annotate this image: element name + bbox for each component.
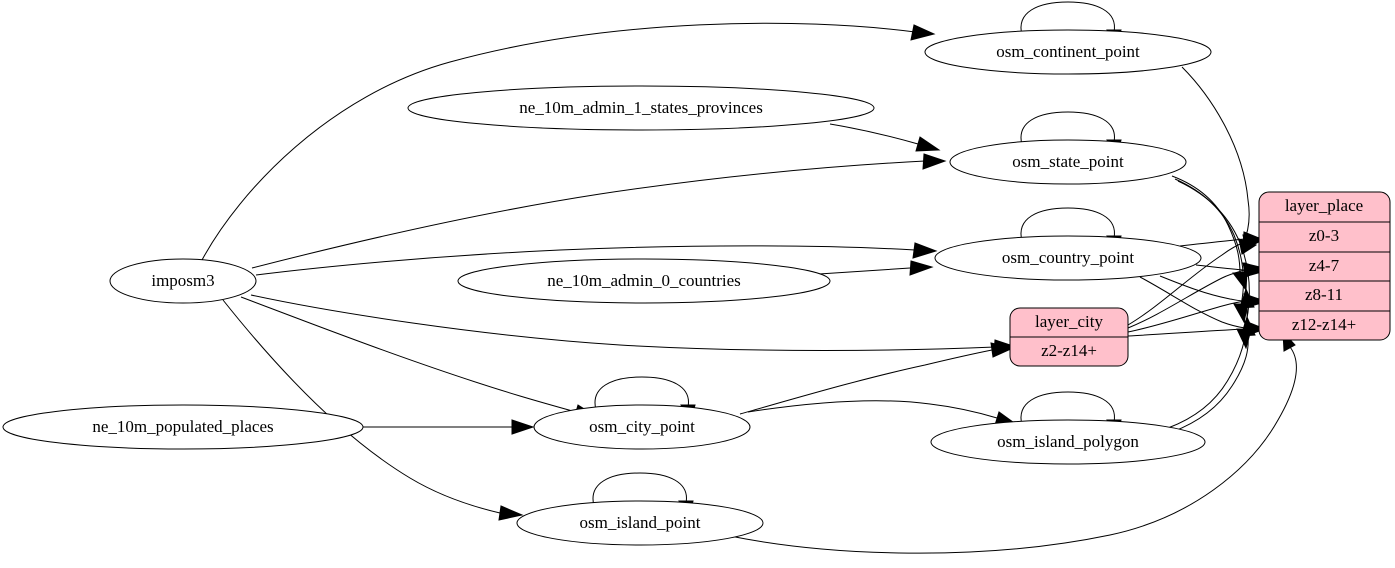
node-ne_10m_admin_0_countries[interactable]: ne_10m_admin_0_countries xyxy=(457,258,831,304)
node-osm_continent_point[interactable]: osm_continent_point xyxy=(924,29,1212,75)
record-node-layer_city[interactable]: layer_city z2-z14+ xyxy=(1009,307,1129,367)
node-label-ne-states: ne_10m_admin_1_states_provinces xyxy=(519,98,763,117)
edge-imposm3-to-osm_island_point xyxy=(222,299,524,521)
record-layer: layer_city z2-z14+ layer_place z0-3 z4-7… xyxy=(1009,191,1391,367)
node-layer: imposm3 ne_10m_admin_1_states_provinces … xyxy=(2,29,1212,546)
node-imposm3[interactable]: imposm3 xyxy=(109,258,257,304)
node-label-osm-island-point: osm_island_point xyxy=(580,513,701,532)
edge-imposm3-to-osm_city_point xyxy=(240,296,599,420)
node-label-ne-places: ne_10m_populated_places xyxy=(92,417,273,436)
node-label-osm-island-polygon: osm_island_polygon xyxy=(997,432,1139,451)
node-label-imposm3: imposm3 xyxy=(151,271,214,290)
record-row-layer_place-3[interactable]: z12-z14+ xyxy=(1292,315,1356,334)
edge-imposm3-to-osm_continent_point xyxy=(201,22,936,261)
edge-imposm3-to-osm_state_point xyxy=(251,153,947,269)
record-row-layer_city-0[interactable]: z2-z14+ xyxy=(1041,341,1097,360)
edge-osm_city_point-to-layer_city xyxy=(739,342,1015,415)
edge-layer_city-to-layer_place-z4-7 xyxy=(1127,262,1266,329)
record-row-layer_place-0[interactable]: z0-3 xyxy=(1309,226,1339,245)
edge-ne_states-to-osm_state_point xyxy=(829,123,941,152)
node-ne_10m_populated_places[interactable]: ne_10m_populated_places xyxy=(2,404,364,450)
record-title-layer_place: layer_place xyxy=(1285,196,1363,215)
edge-imposm3-to-layer_city xyxy=(250,294,1018,355)
node-label-osm-continent-point: osm_continent_point xyxy=(996,42,1140,61)
edge-imposm3-to-osm_country_point xyxy=(255,242,938,276)
node-osm_island_point[interactable]: osm_island_point xyxy=(516,500,764,546)
node-label-ne-countries: ne_10m_admin_0_countries xyxy=(547,271,741,290)
record-row-layer_place-1[interactable]: z4-7 xyxy=(1309,256,1340,275)
record-node-layer_place[interactable]: layer_place z0-3 z4-7 z8-11 z12-z14+ xyxy=(1258,191,1391,341)
node-label-osm-country-point: osm_country_point xyxy=(1002,248,1134,267)
edge-ne_places-to-osm_city_point xyxy=(363,419,535,435)
edge-osm_city_point-to-osm_island_polygon xyxy=(747,400,1019,426)
node-osm_city_point[interactable]: osm_city_point xyxy=(533,404,751,450)
node-osm_island_polygon[interactable]: osm_island_polygon xyxy=(930,419,1206,465)
node-osm_state_point[interactable]: osm_state_point xyxy=(949,139,1187,185)
edge-ne_countries-to-osm_country_point xyxy=(818,260,934,276)
node-ne_10m_admin_1_states_provinces[interactable]: ne_10m_admin_1_states_provinces xyxy=(407,85,875,131)
node-label-osm-state-point: osm_state_point xyxy=(1012,152,1124,171)
edge-osm_island_polygon-to-layer_place-z12-z14 xyxy=(1171,315,1256,433)
record-title-layer_city: layer_city xyxy=(1035,312,1103,331)
node-label-osm-city-point: osm_city_point xyxy=(589,417,695,436)
node-osm_country_point[interactable]: osm_country_point xyxy=(934,235,1202,281)
record-row-layer_place-2[interactable]: z8-11 xyxy=(1305,285,1343,304)
edge-osm_continent_point-to-layer_place-z0-3 xyxy=(1181,66,1258,255)
